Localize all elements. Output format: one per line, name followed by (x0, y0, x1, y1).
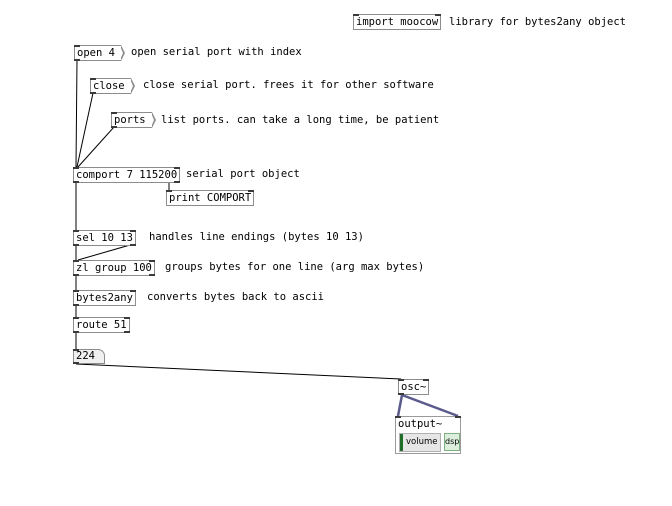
object-label: bytes2any (76, 292, 133, 304)
object-sel[interactable]: sel 10 13 (73, 230, 136, 246)
object-label: osc~ (401, 381, 427, 393)
message-label: open 4 (77, 47, 115, 59)
cord-open-comport[interactable] (75, 59, 78, 168)
inlet[interactable] (111, 112, 117, 114)
message-ports[interactable]: ports (111, 112, 156, 128)
object-label: route 51 (76, 319, 127, 331)
outlet-right[interactable] (129, 244, 136, 246)
outlet-left[interactable] (73, 244, 79, 246)
comment-open: open serial port with index (131, 46, 302, 58)
message-open[interactable]: open 4 (74, 45, 125, 61)
number-box[interactable]: 224 (73, 349, 105, 364)
comment-sel: handles line endings (bytes 10 13) (149, 231, 364, 243)
message-label: close (93, 80, 125, 92)
comment-import: library for bytes2any object (449, 16, 627, 28)
message-flag (150, 112, 156, 128)
outlet-left[interactable] (73, 181, 79, 183)
cord-close-comport[interactable] (76, 92, 94, 168)
object-route[interactable]: route 51 (73, 317, 130, 333)
cord-sel-zl-right[interactable] (77, 244, 131, 261)
message-label: ports (114, 114, 146, 126)
comment-close: close serial port. frees it for other so… (143, 79, 434, 91)
inlet-right[interactable] (455, 416, 461, 418)
signal-outlet[interactable] (398, 393, 404, 395)
object-print[interactable]: print COMPORT (166, 190, 255, 206)
output-title: output~ (398, 418, 443, 430)
inlet[interactable] (73, 349, 79, 351)
object-label: sel 10 13 (76, 232, 133, 244)
signal-cord-osc-left[interactable] (396, 394, 404, 417)
dsp-toggle[interactable]: dsp (444, 433, 460, 451)
object-osc[interactable]: osc~ (398, 379, 430, 395)
outlet[interactable] (111, 126, 117, 128)
outlet-right[interactable] (174, 181, 181, 183)
object-bytes2any[interactable]: bytes2any (73, 290, 136, 306)
comment-ports: list ports. can take a long time, be pat… (161, 114, 440, 126)
inlet[interactable] (74, 45, 80, 47)
object-zl-group[interactable]: zl group 100 (73, 260, 155, 276)
object-comport[interactable]: comport 7 115200 (73, 167, 181, 183)
comment-bytes2any: converts bytes back to ascii (147, 291, 325, 303)
outlet[interactable] (90, 92, 96, 94)
object-label: print COMPORT (169, 192, 252, 204)
cord-number-osc[interactable] (75, 363, 402, 380)
outlet-right[interactable] (148, 274, 155, 276)
volume-slider[interactable]: volume (399, 433, 441, 452)
number-value: 224 (76, 350, 95, 362)
comment-comport: serial port object (186, 168, 300, 180)
object-label: zl group 100 (76, 262, 152, 274)
inlet-left[interactable] (395, 416, 401, 418)
inlet[interactable] (90, 78, 96, 80)
outlet-left[interactable] (73, 274, 79, 276)
volume-label: volume (406, 437, 438, 447)
outlet[interactable] (73, 362, 79, 364)
object-import-moocow[interactable]: import moocow (353, 14, 442, 30)
outlet[interactable] (73, 304, 79, 306)
outlet-right[interactable] (123, 331, 130, 333)
message-close[interactable]: close (90, 78, 135, 94)
signal-cord-osc-right[interactable] (401, 393, 459, 418)
object-label: import moocow (356, 16, 439, 28)
comment-zl: groups bytes for one line (arg max bytes… (165, 261, 425, 273)
output-abstraction[interactable]: output~ volume dsp (395, 416, 461, 454)
outlet[interactable] (74, 59, 80, 61)
volume-level-bar (400, 434, 403, 451)
message-flag (119, 45, 125, 61)
object-label: comport 7 115200 (76, 169, 178, 181)
cord-ports-comport[interactable] (77, 126, 115, 168)
outlet-left[interactable] (73, 331, 79, 333)
message-flag (129, 78, 135, 94)
number-box-corner (98, 349, 105, 364)
